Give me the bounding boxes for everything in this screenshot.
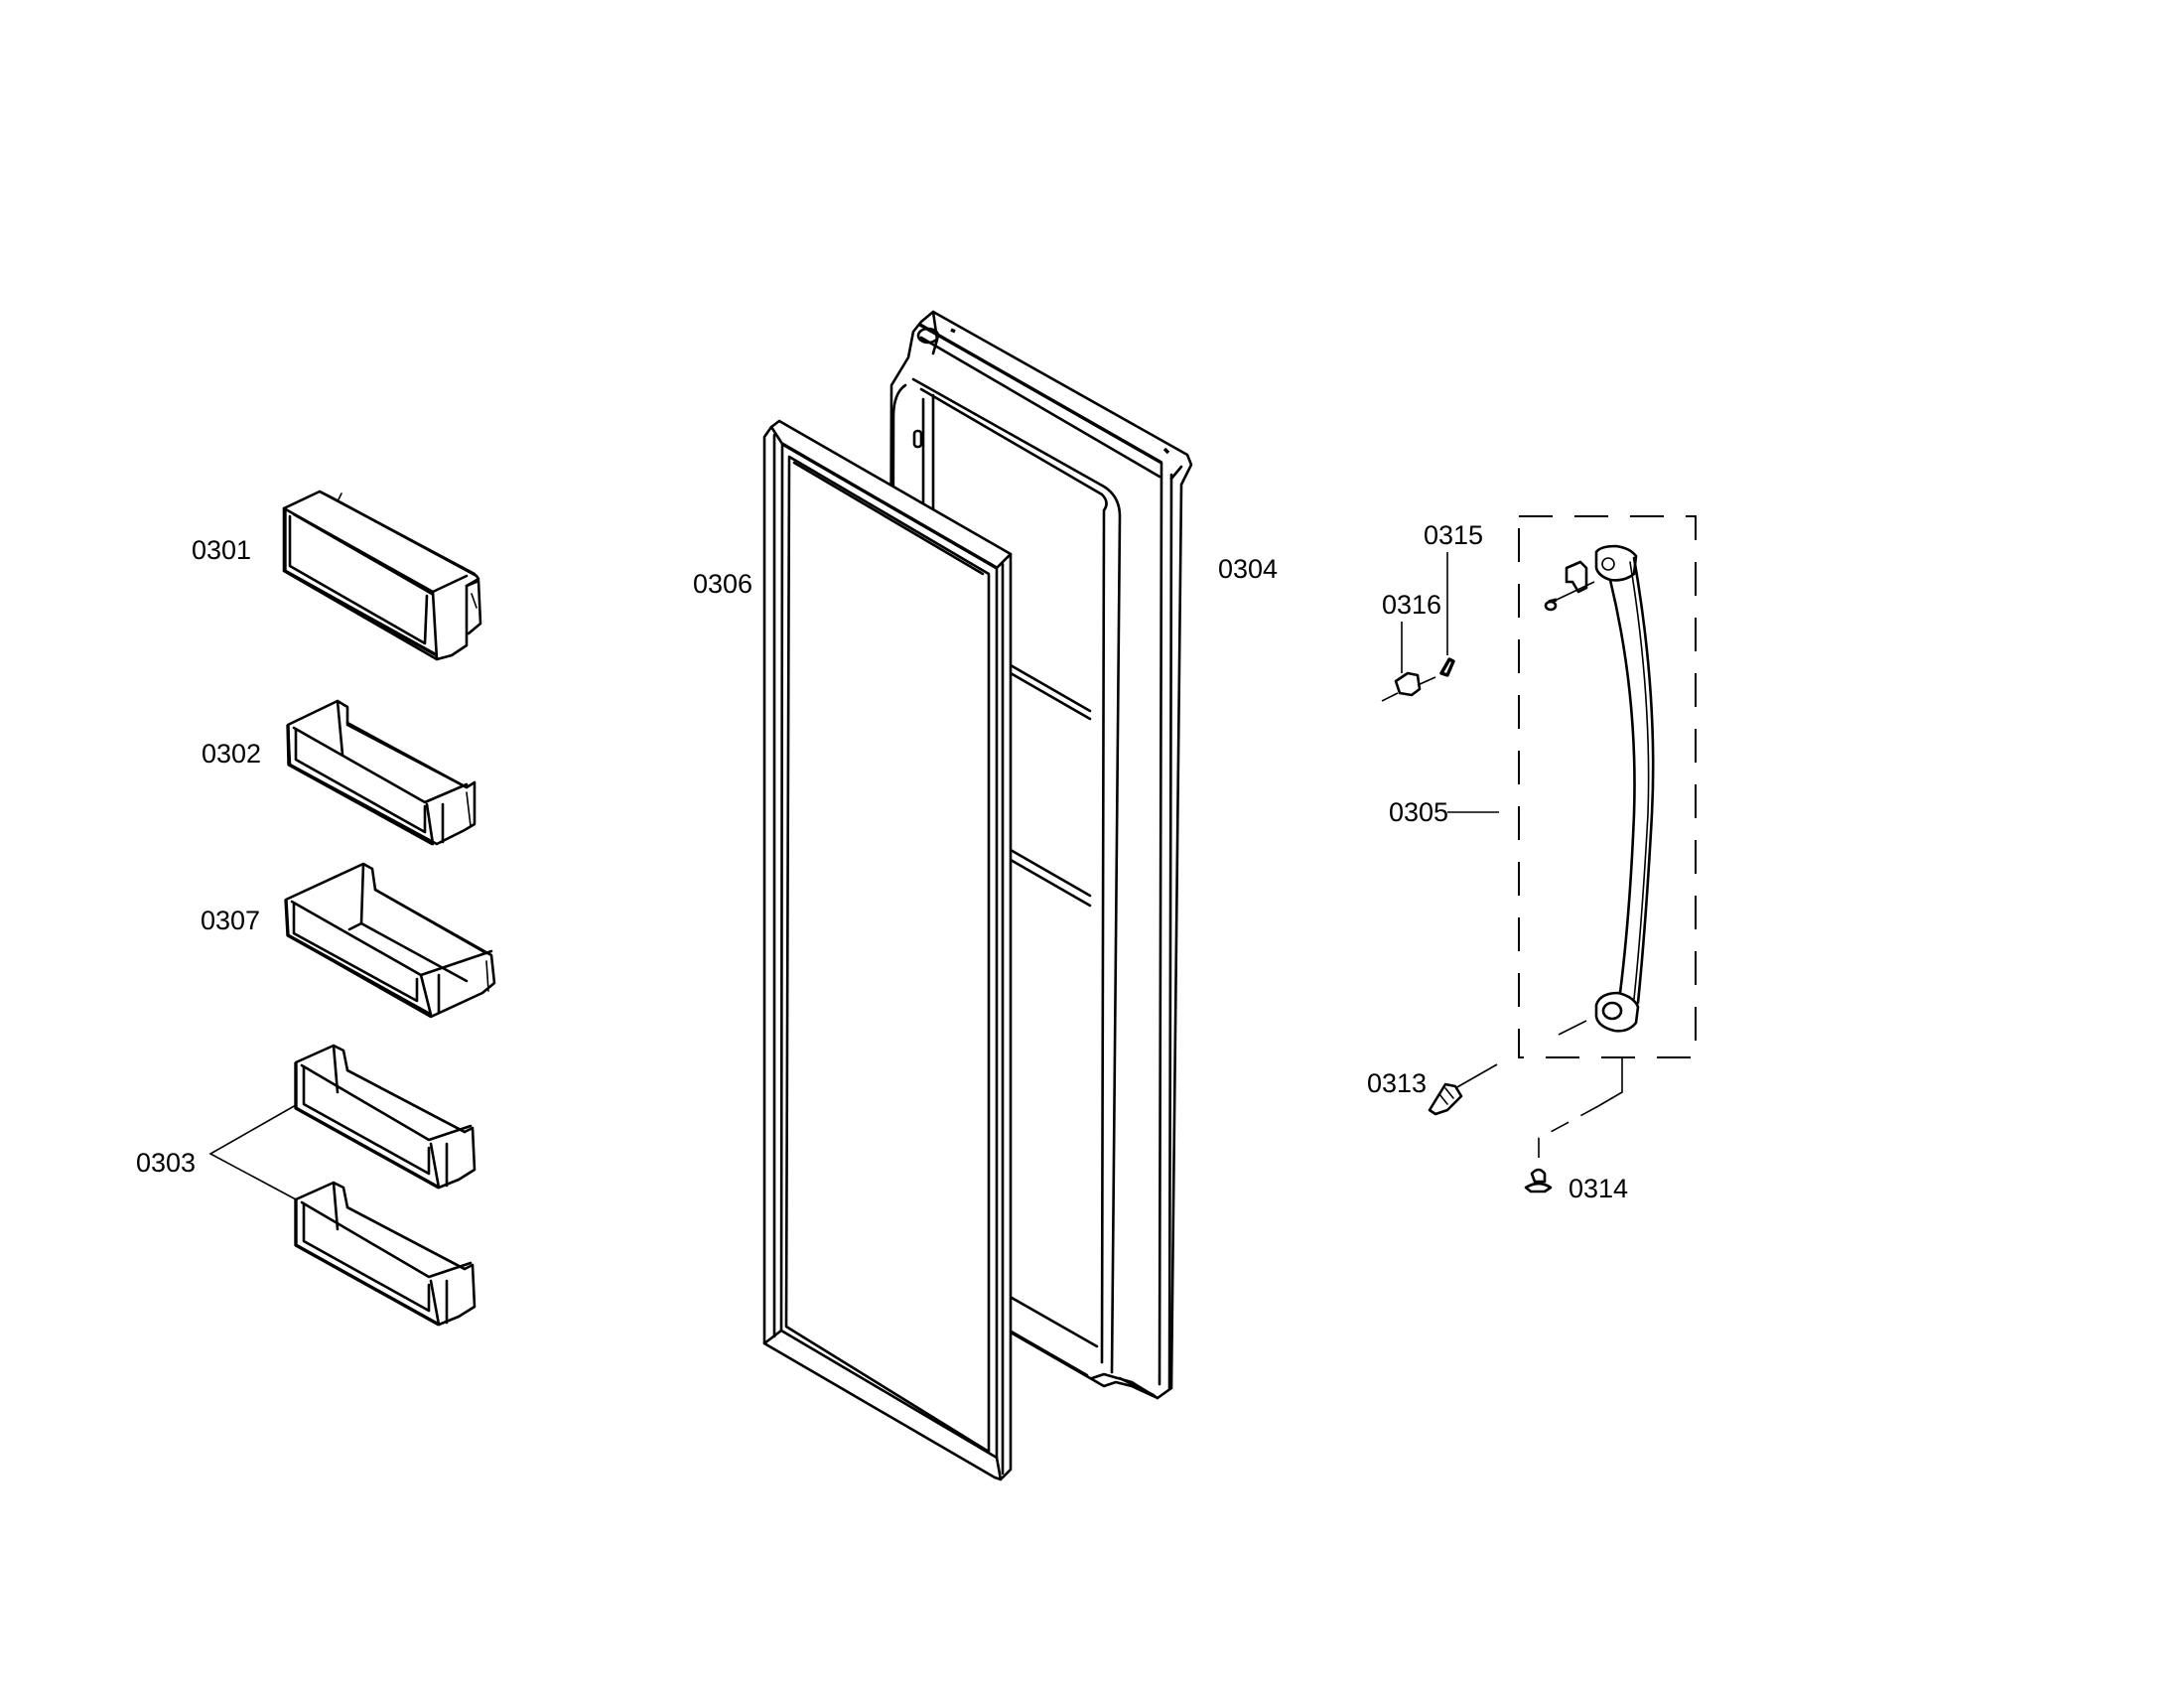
- part-0315-screw[interactable]: [1439, 657, 1455, 677]
- label-0304: 0304: [1218, 554, 1278, 584]
- label-0306: 0306: [693, 569, 752, 599]
- leader-0303: [208, 1104, 297, 1200]
- label-0314: 0314: [1569, 1174, 1628, 1203]
- leader-0314b: [1538, 1105, 1599, 1170]
- part-0305-door-handle[interactable]: [1544, 544, 1655, 1036]
- part-0306-door-gasket[interactable]: [762, 419, 1013, 1481]
- label-0301: 0301: [192, 535, 251, 565]
- label-0303: 0303: [136, 1148, 196, 1178]
- label-0305: 0305: [1389, 797, 1448, 827]
- label-0315: 0315: [1424, 520, 1483, 550]
- label-0307: 0307: [201, 906, 260, 935]
- label-0316: 0316: [1382, 590, 1441, 620]
- part-0316-hinge-bracket[interactable]: [1381, 671, 1436, 702]
- part-0314-screw[interactable]: [1524, 1168, 1553, 1193]
- label-0302: 0302: [202, 739, 261, 769]
- part-0303-door-bin-lower[interactable]: [294, 1181, 477, 1327]
- part-0302-door-bin[interactable]: [286, 699, 477, 846]
- part-0301-door-bin[interactable]: [282, 490, 482, 661]
- label-0313: 0313: [1367, 1068, 1427, 1098]
- part-0303-door-bin-upper[interactable]: [294, 1044, 477, 1190]
- part-0313-handle-bolt[interactable]: [1428, 1063, 1498, 1116]
- part-0307-door-bin[interactable]: [284, 862, 496, 1019]
- leader-0314: [1597, 1056, 1623, 1107]
- handle-assembly-boundary: [1518, 515, 1697, 1058]
